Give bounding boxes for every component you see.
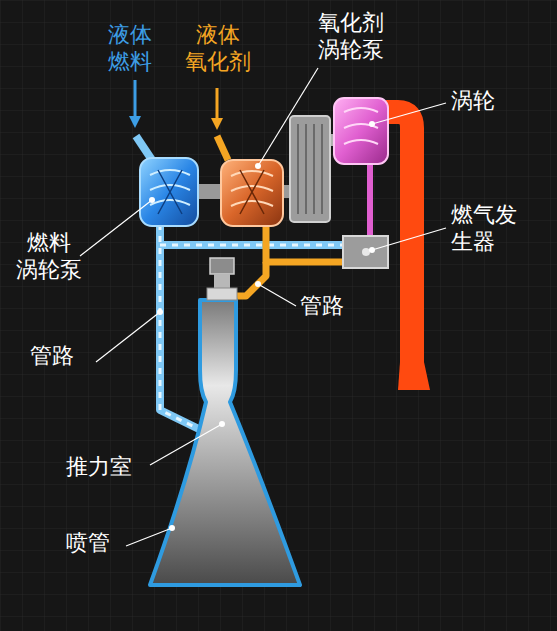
label-slot: 液体 氧化剂 [185, 22, 251, 76]
label-slot: 管路 [30, 343, 74, 370]
turbine [334, 98, 388, 164]
part-label: 液体 燃料 [108, 22, 152, 76]
fuel-turbopump [140, 158, 198, 226]
leader-lines [80, 68, 446, 546]
label-slot: 涡轮 [451, 88, 495, 115]
part-label: 燃料 涡轮泵 [16, 230, 82, 284]
pump-shaft [196, 184, 224, 199]
part-label: 氧化剂 涡轮泵 [318, 10, 384, 64]
label-slot: 液体 燃料 [108, 22, 152, 76]
label-slot: 喷管 [66, 530, 110, 557]
label-slot: 管路 [300, 293, 344, 320]
part-label: 液体 氧化剂 [185, 22, 251, 76]
label-slot: 氧化剂 涡轮泵 [318, 10, 384, 64]
label-slot: 推力室 [66, 454, 132, 481]
label-slot: 燃气发 生器 [451, 202, 517, 256]
exhaust-outlet [398, 362, 430, 390]
part-label: 喷管 [66, 530, 110, 557]
gear-housing [290, 116, 330, 222]
gas-generator [343, 236, 388, 268]
fuel-inlet-arrow [134, 80, 137, 122]
part-label: 管路 [30, 343, 74, 370]
oxidizer-turbopump [221, 160, 283, 226]
part-label: 推力室 [66, 454, 132, 481]
part-label: 涡轮 [451, 88, 495, 115]
part-label: 管路 [300, 293, 344, 320]
thrust-chamber-nozzle [150, 300, 300, 585]
oxidizer-inlet-arrow [216, 88, 219, 124]
part-label: 燃气发 生器 [451, 202, 517, 256]
injector [207, 258, 237, 300]
label-slot: 燃料 涡轮泵 [16, 230, 82, 284]
hot-gas-line [367, 163, 373, 237]
leader-dots [149, 121, 375, 531]
